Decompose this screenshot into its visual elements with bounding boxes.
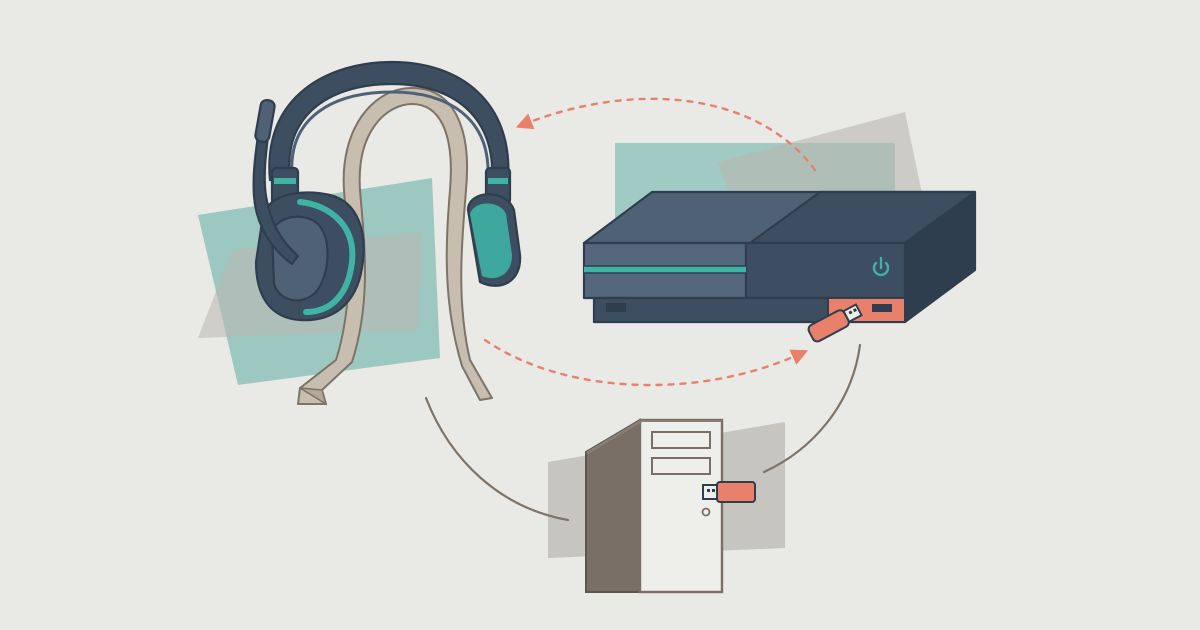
dashed-arrow-icon [515, 97, 817, 172]
pc-power-button [701, 507, 711, 517]
drive-bay-bottom [651, 457, 711, 475]
usb-drive-icon [807, 303, 863, 343]
headphone-stand-icon [297, 87, 493, 406]
boom-mic [252, 102, 300, 266]
dashed-arrow-icon [483, 338, 809, 387]
headset-icon [252, 60, 522, 322]
flow-arrows [483, 97, 817, 387]
usb-drive-icon [702, 481, 756, 503]
connector-lines [424, 343, 862, 522]
drive-bay-top [651, 431, 711, 449]
power-icon [872, 256, 890, 277]
game-console-icon [582, 190, 977, 324]
connector-line-console-to-pc [762, 343, 862, 474]
connector-line-stand-to-pc [424, 396, 570, 522]
pc-tower-icon [585, 418, 724, 594]
